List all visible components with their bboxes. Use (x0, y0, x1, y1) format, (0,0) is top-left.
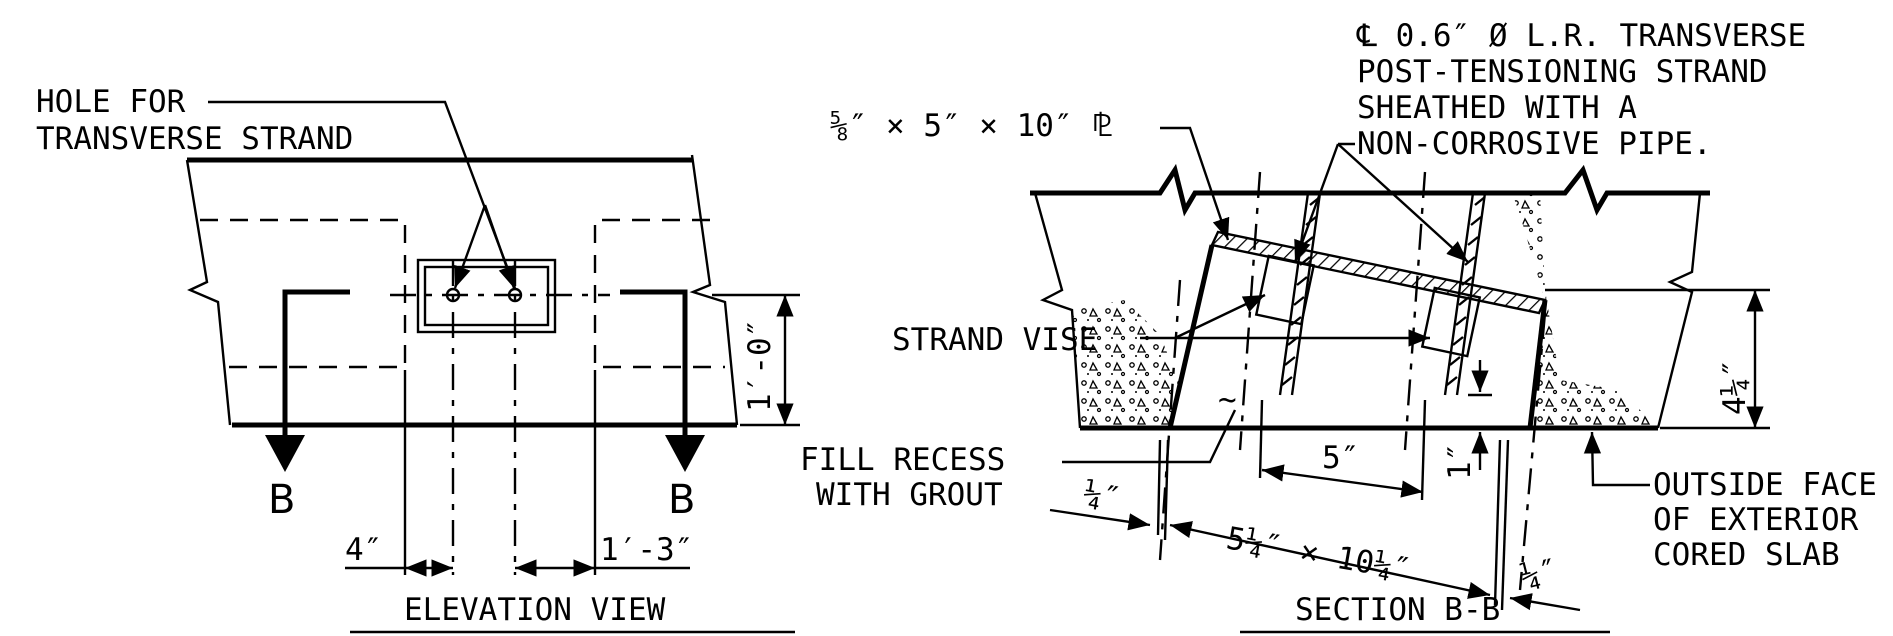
hatched-plate (1210, 230, 1547, 315)
face-label-line2: OF EXTERIOR (1653, 502, 1859, 538)
dim-recess-ext-left (1156, 439, 1162, 536)
dim-recess-text: 5¼″ × 10¼″ (1224, 520, 1414, 588)
left-recess-outline (200, 218, 407, 369)
dim-quarter-right-leader (1509, 593, 1581, 612)
centerline-strand-right (1403, 171, 1427, 451)
grout-label-line2: WITH GROUT (816, 477, 1003, 513)
strand-left-twist (1281, 196, 1321, 386)
section-left-edge (1033, 192, 1082, 429)
dim-quarter-right-ext (1500, 439, 1510, 611)
face-label-line1: OUTSIDE FACE (1653, 467, 1877, 503)
dim-quarter-left-ext (1163, 439, 1170, 541)
dim-1in-text: 1″ (1442, 443, 1478, 480)
elevation-title: ELEVATION VIEW (404, 592, 666, 628)
hole-label-line1: HOLE FOR (36, 84, 186, 120)
section-mark-right: B (668, 477, 695, 523)
elevation-view: 4″ 1′-3″ 1′-0″ HOLE FOR TRANSVERSE STRAN… (36, 84, 800, 634)
dim-recess-ext-right (1493, 439, 1502, 606)
section-arrow-right-icon (665, 435, 705, 472)
strand-right-twist (1446, 196, 1486, 386)
strand-label-line3: SHEATHED WITH A (1357, 90, 1637, 126)
grout-leader (1062, 409, 1237, 464)
hole-label-arrow-left (453, 204, 487, 289)
strand-label-line4: NON-CORROSIVE PIPE. (1357, 126, 1712, 162)
elevation-right-break (689, 154, 739, 426)
dim-1ft3in-text: 1′-3″ (600, 532, 693, 568)
dim-5in-text: 5″ (1322, 440, 1359, 476)
strand-label-line1: ℄ 0.6″ Ø L.R. TRANSVERSE (1356, 18, 1806, 54)
strand-vise-arrow-left (1174, 293, 1266, 340)
plate-label-leader (1160, 126, 1230, 241)
strand-label-arrow-left (1293, 143, 1340, 263)
dim-quarter-left-leader (1049, 508, 1151, 531)
strand-left (1278, 192, 1322, 396)
section-arrow-left-icon (265, 435, 305, 472)
dim-5in-ext-right (1420, 399, 1427, 501)
right-recess-outline (593, 218, 725, 369)
dim-4in-text: 4″ (345, 532, 382, 568)
centerline-recess-right (1518, 312, 1547, 591)
section-right-edge (1656, 192, 1702, 429)
dim-5in-line (1261, 464, 1424, 498)
dim-5in-ext-left (1258, 399, 1264, 479)
centerline-recess-left (1158, 279, 1182, 561)
section-view: ℄ 0.6″ Ø L.R. TRANSVERSE POST-TENSIONING… (800, 18, 1877, 634)
dim-quarter-right-text: ¼″ (1517, 552, 1562, 596)
face-leader (1583, 431, 1650, 487)
grout-fill-left (1072, 300, 1180, 428)
grout-tilde: ~ (1218, 382, 1237, 418)
strand-vise-label: STRAND VISE (892, 322, 1097, 358)
section-cut-left (282, 289, 350, 445)
face-label-line3: CORED SLAB (1653, 537, 1840, 573)
plate-label: ⅝″ × 5″ × 10″ ⅊ (830, 108, 1113, 144)
section-cut-right (620, 289, 688, 445)
section-title: SECTION B-B (1295, 592, 1500, 628)
hole-label-arrow-right (483, 204, 516, 289)
dim-height-text: 1′-0″ (742, 319, 778, 412)
strand-label-line2: POST-TENSIONING STRAND (1357, 54, 1768, 90)
strand-right (1443, 192, 1487, 396)
section-mark-left: B (268, 477, 295, 523)
grout-fill-right (1512, 193, 1658, 428)
strand-vise-right (1420, 286, 1482, 358)
grout-label-line1: FILL RECESS (800, 442, 1005, 478)
strand-label-arrow-right (1337, 143, 1469, 263)
section-top-surface (1030, 163, 1710, 217)
dim-depth-text: 4¼″ (1717, 359, 1753, 415)
elevation-left-break (185, 159, 232, 426)
dim-recess-line (1169, 521, 1491, 599)
strand-vise-left (1254, 254, 1316, 326)
dim-quarter-left-text: ¼″ (1081, 475, 1124, 517)
centerline-strand-left (1238, 171, 1262, 451)
hole-label-line2: TRANSVERSE STRAND (36, 121, 353, 157)
